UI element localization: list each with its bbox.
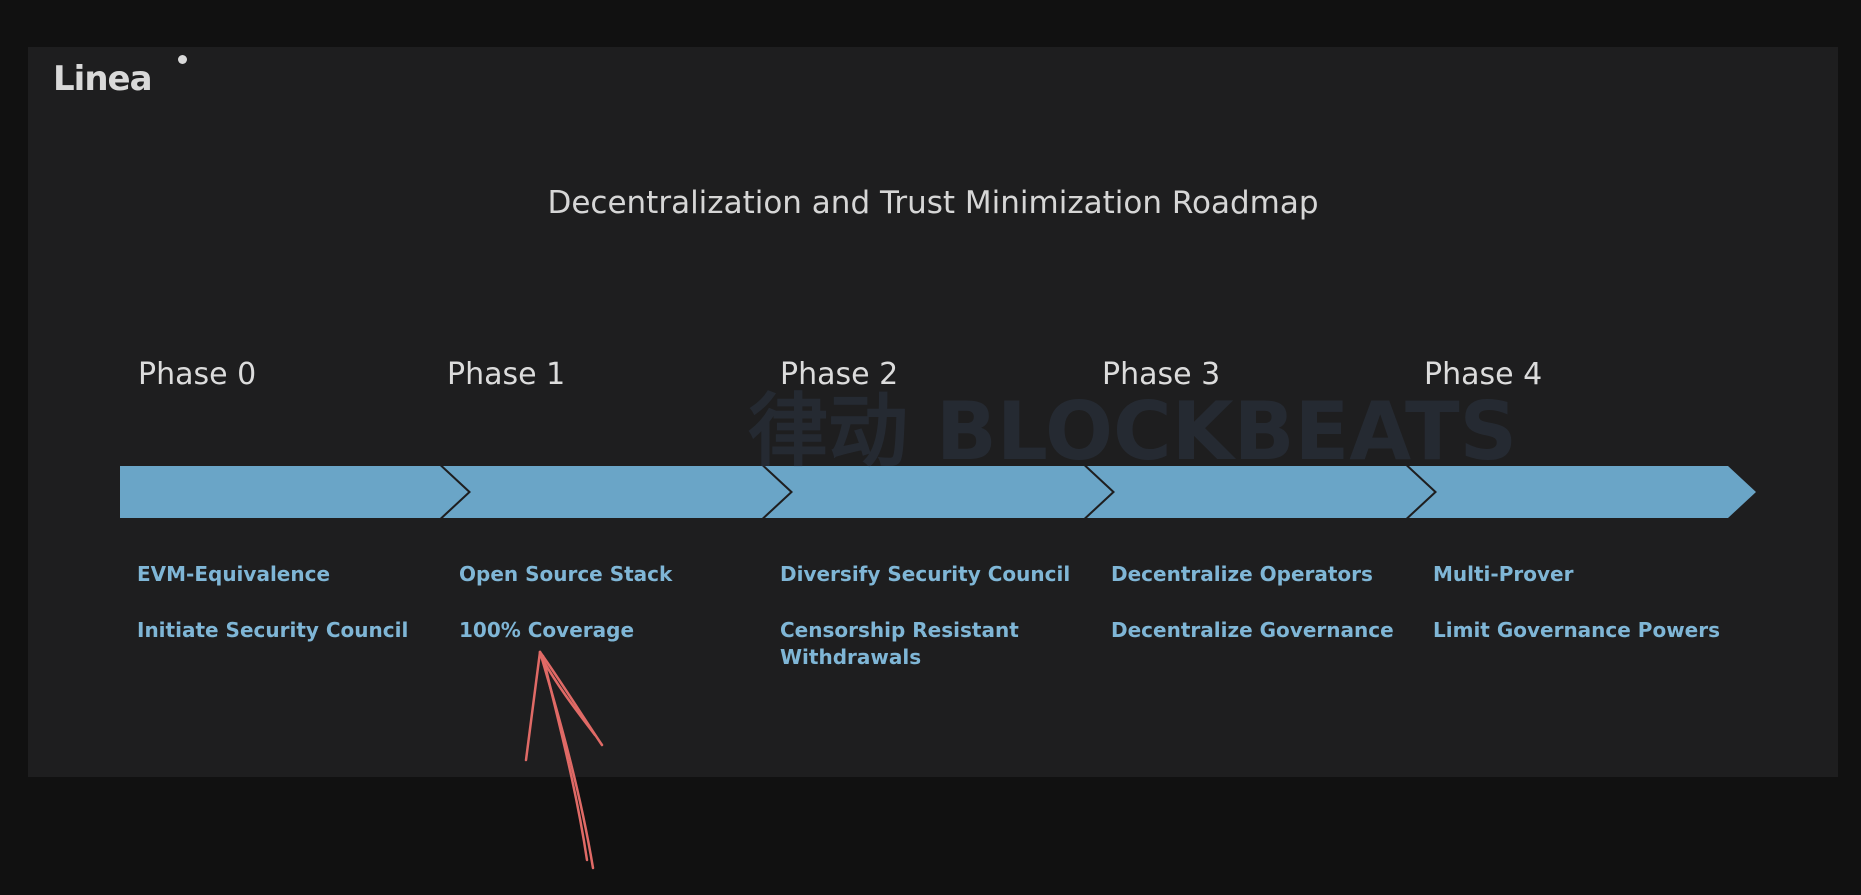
phase-4-item: Multi-Prover [1433, 562, 1574, 586]
phase-0-item: EVM-Equivalence [137, 562, 331, 586]
phase-2-arrow [765, 466, 1112, 518]
linea-logo: Linea [53, 59, 153, 99]
phase-1-item: Open Source Stack [459, 562, 673, 586]
slide: Linea Decentralization and Trust Minimiz… [28, 47, 1838, 777]
phase-4-label: Phase 4 [1424, 357, 1543, 392]
roadmap-arrows [120, 466, 1756, 518]
logo-dot [178, 55, 187, 64]
phase-2-label: Phase 2 [780, 357, 899, 392]
phase-4-arrow [1409, 466, 1756, 518]
phase-0-item: Initiate Security Council [137, 618, 409, 642]
phase-0-label: Phase 0 [138, 357, 257, 392]
phase-3-item: Decentralize Governance [1111, 618, 1394, 642]
phase-1-item: 100% Coverage [459, 618, 635, 642]
phase-4-item: Limit Governance Powers [1433, 618, 1721, 642]
phase-3-label: Phase 3 [1102, 357, 1221, 392]
phase-2-item: Diversify Security Council [780, 562, 1071, 586]
phase-3-arrow [1087, 466, 1434, 518]
phase-2-item: Censorship Resistant Withdrawals [780, 618, 1019, 669]
phase-1-arrow [443, 466, 790, 518]
phase-0-arrow [120, 466, 468, 518]
phase-3-item: Decentralize Operators [1111, 562, 1373, 586]
slide-title: Decentralization and Trust Minimization … [547, 185, 1319, 221]
phase-1-label: Phase 1 [447, 357, 566, 392]
